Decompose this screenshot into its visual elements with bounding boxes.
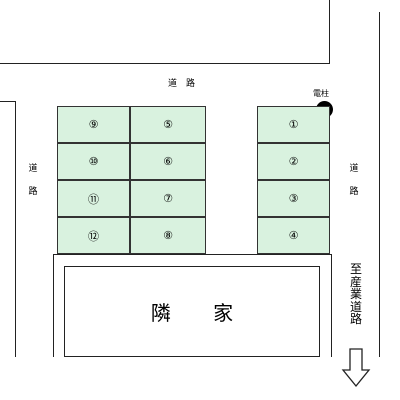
parking-stall-2: ② [257,143,330,180]
road-left-char-1: 道 [28,164,38,174]
parking-stall-8: ⑧ [130,217,206,254]
road-right-label: 道 路 [348,165,360,211]
down-arrow-icon [341,348,371,388]
right-boundary-vertical [379,12,380,357]
road-top-label: 道 路 [168,79,196,89]
left-boundary-vertical [15,101,16,357]
parking-stall-9: ⑨ [57,106,130,143]
destination-char-4: 道 [349,299,362,314]
left-boundary-top [0,101,16,102]
parking-stall-1: ① [257,106,330,143]
destination-char-3: 業 [349,287,362,302]
pole-label: 電柱 [313,89,329,98]
parking-stall-6: ⑥ [130,143,206,180]
parking-stall-5: ⑤ [130,106,206,143]
parking-stall-4: ④ [257,217,330,254]
parking-stall-11: ⑪ [57,180,130,217]
parking-stall-7: ⑦ [130,180,206,217]
destination-char-1: 至 [349,262,362,276]
top-boundary-horizontal [0,63,330,64]
parking-stall-12: ⑫ [57,217,130,254]
road-right-char-1: 道 [349,164,359,174]
parking-stall-3: ③ [257,180,330,217]
parking-stall-10: ⑩ [57,143,130,180]
neighbor-house: 隣 家 [64,266,320,357]
destination-label: 至 産 業 道 路 [349,263,363,326]
destination-char-2: 産 [349,274,362,289]
destination-char-5: 路 [349,312,362,327]
road-left-label: 道 路 [27,165,39,211]
road-left-char-2: 路 [28,187,38,197]
neighbor-house-outline [53,254,332,357]
road-right-char-2: 路 [349,187,359,197]
top-boundary-vertical [329,0,330,64]
